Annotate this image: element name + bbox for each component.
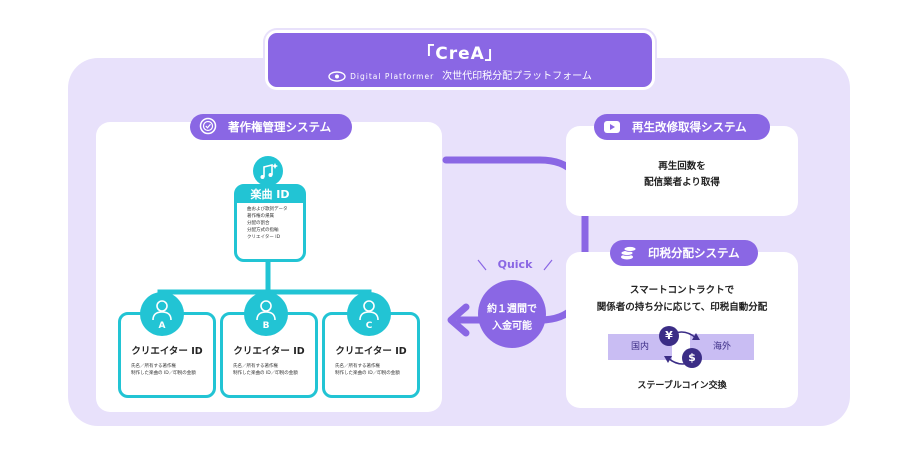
creator-detail-line: 氏名／所有する著作権 [335, 364, 380, 369]
stablecoin-exchange-label: ステーブルコイン交換 [637, 381, 727, 391]
quick-burst-lines [477, 259, 553, 271]
song-detail-line: 曲および歌詞データ [247, 207, 288, 212]
creator-detail-line: 制作した楽曲の ID／印税の金額 [131, 371, 196, 376]
playback-system-pill: 再生改修取得システム [594, 114, 770, 140]
person-icon [359, 300, 379, 321]
copyright-system-pill: 著作権管理システム [190, 114, 352, 140]
playback-line1: 再生回数を [658, 161, 706, 172]
royalty-system-pill: 印税分配システム [610, 240, 758, 266]
creator-detail-line: 氏名／所有する著作権 [131, 364, 176, 369]
creator-avatar-a: A [140, 292, 184, 336]
creator-detail-line: 氏名／所有する著作権 [233, 364, 278, 369]
creator-id-label: クリエイター ID [335, 346, 407, 357]
quick-label: Quick [497, 258, 533, 271]
award-ribbon-icon [199, 117, 217, 135]
creator-detail-line: 制作した楽曲の ID／印税の金額 [335, 371, 400, 376]
header-subtitle: Digital Platformer 次世代印税分配プラットフォーム [268, 67, 652, 82]
creator-avatar-b: B [244, 292, 288, 336]
brand-name: Digital Platformer [350, 72, 435, 81]
creator-letter: B [262, 321, 270, 331]
royalty-line2: 関係者の持ち分に応じて、印税自動分配 [596, 302, 768, 313]
song-id-card: 楽曲 ID 曲および歌詞データ 著作権の帰属 分配の割合 分配方式の指輸 クリエ… [234, 184, 306, 262]
song-detail-line: クリエイター ID [247, 235, 281, 240]
song-detail-line: 分配方式の指輸 [247, 228, 279, 233]
royalty-system-panel: スマートコントラクトで 関係者の持ち分に応じて、印税自動分配 国内 海外 ¥ $… [566, 252, 798, 408]
bubble-line1: 約１週間で [487, 304, 537, 315]
person-icon [256, 300, 276, 321]
play-icon [604, 121, 620, 133]
creator-letter: A [158, 321, 166, 331]
creator-detail-line: 制作した楽曲の ID／印税の金額 [233, 371, 298, 376]
subtitle-text: 次世代印税分配プラットフォーム [442, 71, 592, 82]
coins-icon [620, 246, 637, 260]
copyright-system-label: 著作権管理システム [228, 120, 332, 134]
person-icon [152, 300, 172, 321]
bubble-line2: 入金可能 [492, 321, 532, 332]
creator-avatar-c: C [347, 292, 391, 336]
playback-line2: 配信業者より取得 [644, 177, 720, 188]
eye-logo-icon [328, 70, 346, 82]
playback-system-panel: 再生回数を 配信業者より取得 [566, 126, 798, 216]
header-title-box: 「CreA」 Digital Platformer 次世代印税分配プラットフォーム [265, 30, 655, 90]
music-note-icon [260, 163, 278, 179]
dollar-coin-icon: $ [682, 348, 702, 368]
song-detail-line: 分配の割合 [247, 221, 270, 226]
royalty-system-label: 印税分配システム [648, 246, 740, 260]
creator-letter: C [365, 321, 373, 331]
music-note-circle [253, 156, 283, 186]
song-id-header: 楽曲 ID [237, 187, 303, 203]
song-detail-line: 著作権の帰属 [247, 214, 274, 219]
payment-bubble: 約１週間で 入金可能 [478, 280, 546, 348]
creator-id-label: クリエイター ID [233, 346, 305, 357]
page-title: 「CreA」 [417, 44, 503, 64]
royalty-line1: スマートコントラクトで [629, 285, 735, 296]
playback-system-label: 再生改修取得システム [632, 120, 747, 134]
creator-id-label: クリエイター ID [131, 346, 203, 357]
yen-coin-icon: ¥ [659, 326, 679, 346]
